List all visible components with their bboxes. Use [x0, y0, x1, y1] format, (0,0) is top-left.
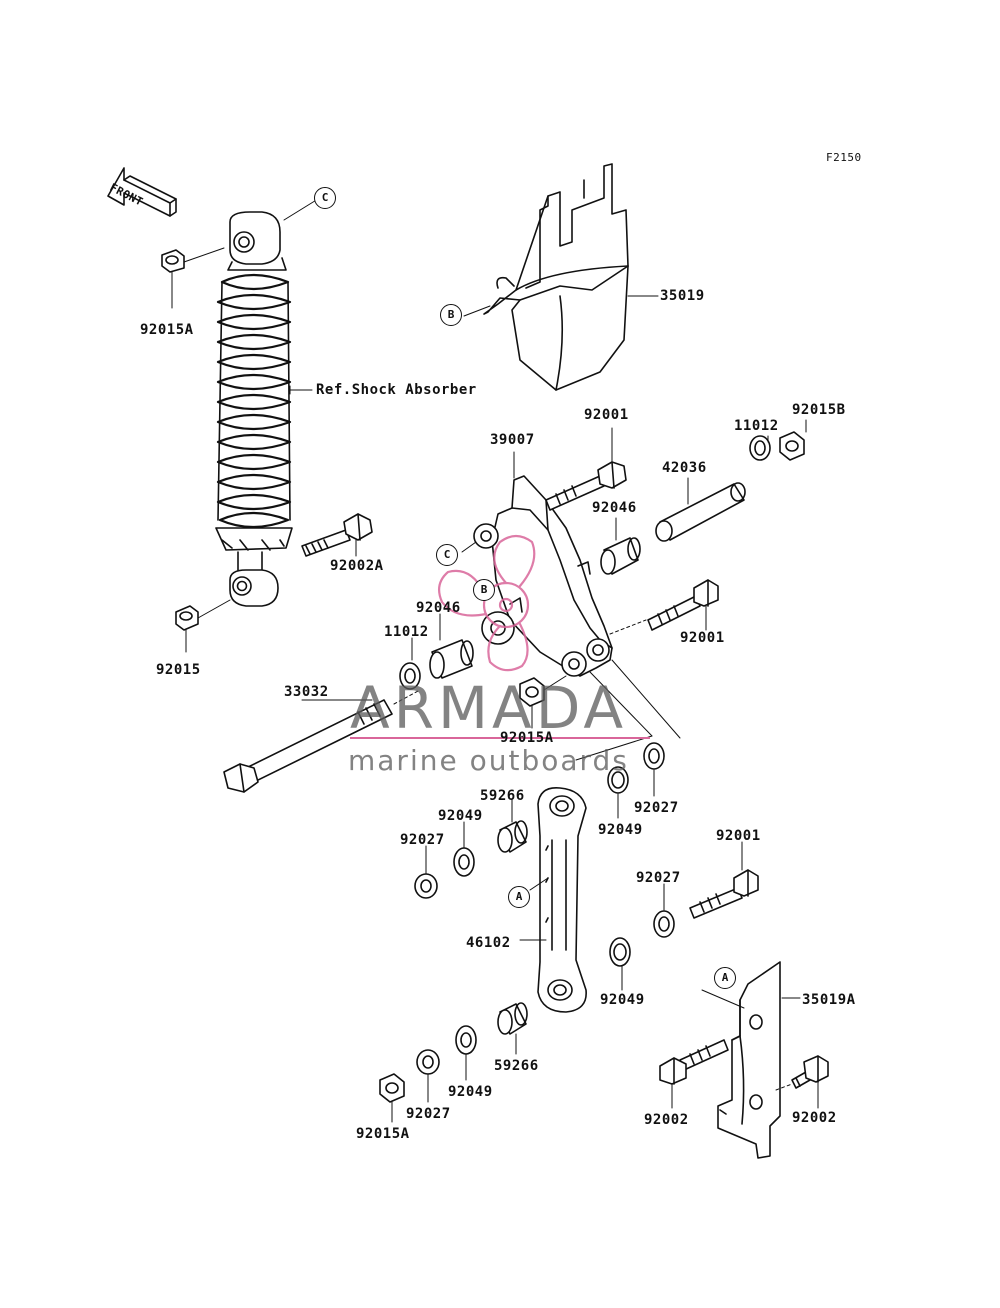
part-label-42036: 42036	[662, 460, 707, 476]
bolt-92001-upper	[545, 461, 627, 511]
watermark-divider	[350, 737, 650, 739]
part-label-92001-middle: 92001	[680, 630, 725, 646]
spacer-59266-upper	[497, 820, 528, 853]
collar-92046-upper	[600, 537, 641, 575]
sleeve-42036	[655, 482, 746, 542]
part-label-92015A-lower: 92015A	[356, 1126, 410, 1142]
nut-92015B	[779, 431, 805, 461]
coil-spring	[216, 273, 292, 529]
part-label-92049-lower-right: 92049	[600, 992, 645, 1008]
part-label-46102: 46102	[466, 935, 511, 951]
part-label-35019A: 35019A	[802, 992, 856, 1008]
part-label-92049-upper-left: 92049	[438, 808, 483, 824]
part-label-11012-right: 11012	[734, 418, 779, 434]
callout-a-guard: A	[714, 967, 736, 989]
part-label-92001-upper: 92001	[584, 407, 629, 423]
washer-92049-lower-left	[455, 1025, 477, 1055]
bearing-11012-left	[399, 662, 421, 690]
callout-b-guard: B	[440, 304, 462, 326]
washer-92027-lower-right	[653, 910, 675, 938]
bolt-92001-lower	[689, 869, 759, 919]
part-label-92049-top-right: 92049	[598, 822, 643, 838]
part-label-33032: 33032	[284, 684, 329, 700]
washer-92027-lower-left	[416, 1049, 440, 1075]
collar-92046-lower	[429, 639, 474, 679]
bearing-11012-right	[749, 435, 771, 461]
nut-92015A-top	[161, 249, 185, 273]
bolt-92002-left	[659, 1039, 729, 1085]
bolt-92002A	[301, 513, 373, 557]
part-label-39007: 39007	[490, 432, 535, 448]
nut-92015A-center	[519, 677, 545, 707]
watermark-title: ARMADA	[350, 674, 628, 742]
part-label-92015B: 92015B	[792, 402, 846, 418]
part-label-92049-lower-left: 92049	[448, 1084, 493, 1100]
part-label-92027-upper-left: 92027	[400, 832, 445, 848]
part-label-92027-lower-right: 92027	[636, 870, 681, 886]
watermark-propeller-icon	[437, 534, 536, 672]
callout-c-arm: C	[436, 544, 458, 566]
figure-code: F2150	[826, 151, 862, 164]
bolt-92002-right	[791, 1055, 829, 1089]
shaft-33032	[223, 699, 393, 793]
nut-92015	[175, 605, 199, 631]
part-label-92001-lower: 92001	[716, 828, 761, 844]
watermark-subtitle: marine outboards	[348, 744, 629, 777]
part-label-92015: 92015	[156, 662, 201, 678]
ref-shock-absorber-label: Ref.Shock Absorber	[316, 382, 477, 398]
nut-92015A-lower	[379, 1073, 405, 1103]
part-label-59266-lower: 59266	[494, 1058, 539, 1074]
part-label-92015A-top: 92015A	[140, 322, 194, 338]
part-label-92002-left: 92002	[644, 1112, 689, 1128]
washer-92049-lower-right	[609, 937, 631, 967]
part-label-59266-upper: 59266	[480, 788, 525, 804]
washer-92027-top-right	[643, 742, 665, 770]
bolt-92001-middle	[647, 579, 719, 631]
rocker-arm-39007	[473, 475, 613, 677]
washer-92027-upper-left	[414, 873, 438, 899]
part-label-92002-right: 92002	[792, 1110, 837, 1126]
callout-a-link: A	[508, 886, 530, 908]
part-label-92015A-center: 92015A	[500, 730, 554, 746]
front-arrow-icon	[107, 167, 177, 217]
washer-92049-upper-left	[453, 847, 475, 877]
part-label-11012-left: 11012	[384, 624, 429, 640]
guard-35019	[483, 163, 629, 391]
link-46102	[537, 787, 587, 1013]
washer-92049-top-right	[607, 766, 629, 794]
shock-absorber	[215, 211, 293, 607]
guard-35019A	[717, 961, 781, 1159]
part-label-92002A: 92002A	[330, 558, 384, 574]
part-label-92046-upper: 92046	[592, 500, 637, 516]
part-label-92027-lower-left: 92027	[406, 1106, 451, 1122]
part-label-92046-lower: 92046	[416, 600, 461, 616]
callout-b-arm: B	[473, 579, 495, 601]
part-label-35019: 35019	[660, 288, 705, 304]
spacer-59266-lower	[497, 1002, 528, 1035]
part-label-92027-top-right: 92027	[634, 800, 679, 816]
callout-c-top: C	[314, 187, 336, 209]
